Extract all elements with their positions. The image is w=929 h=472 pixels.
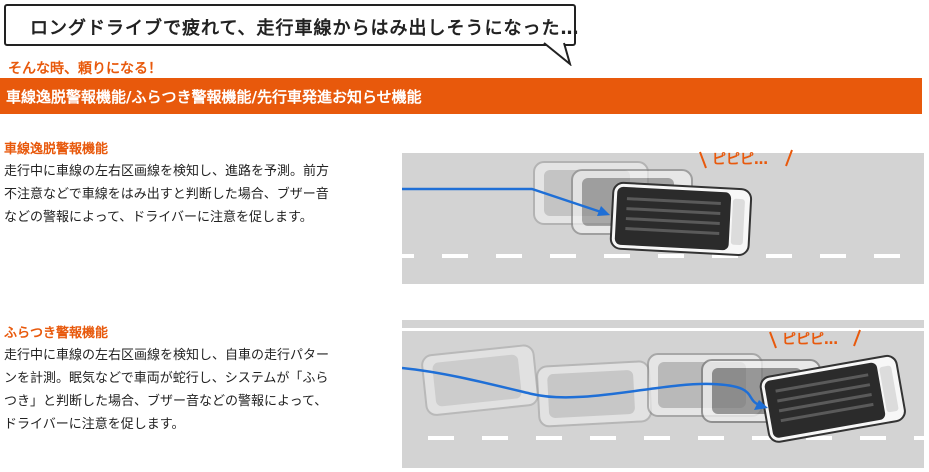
section-title-lane-departure: 車線逸脱警報機能 — [4, 142, 109, 157]
car — [759, 354, 906, 443]
body-line: 走行中に車線の左右区画線を検知し、自車の走行パター — [4, 348, 330, 363]
body-line: 走行中に車線の左右区画線を検知し、進路を予測。前方 — [4, 164, 330, 179]
arrow-head — [754, 400, 768, 410]
lead-text: そんな時、頼りになる！ — [8, 61, 162, 77]
car — [609, 181, 753, 257]
body-line: ンを計測。眠気などで車両が蛇行し、システムが「ふら — [4, 371, 329, 386]
trajectory-arrow — [402, 366, 763, 408]
body-line: ドライバーに注意を促します。 — [4, 417, 185, 432]
alert-marks — [769, 329, 861, 349]
section-body-wobble-warning: 走行中に車線の左右区画線を検知し、自車の走行パター ンを計測。眠気などで車両が蛇… — [4, 344, 374, 436]
bubble-text: ロングドライブで疲れて、走行車線からはみ出しそうになった… — [30, 18, 580, 39]
section-title-wobble-warning: ふらつき警報機能 — [4, 326, 109, 341]
ghost-car — [536, 360, 653, 428]
arrow-head — [597, 206, 610, 216]
bubble-tail — [543, 42, 572, 66]
ghost-car — [421, 344, 539, 416]
speech-bubble: ロングドライブで疲れて、走行車線からはみ出しそうになった… — [4, 4, 579, 46]
road-edge-line — [402, 150, 924, 153]
alert-text: ピピピ… — [782, 332, 838, 348]
body-line: つき」と判断した場合、ブザー音などの警報によって、 — [4, 394, 328, 409]
trajectory-arrow — [402, 187, 608, 216]
wobble-warning-illustration: ピピピ… — [402, 320, 924, 468]
dashed-lane-line — [428, 436, 924, 440]
body-line: などの警報によって、ドライバーに注意を促します。 — [4, 210, 313, 225]
section-body-lane-departure: 走行中に車線の左右区画線を検知し、進路を予測。前方 不注意などで車線をはみ出すと… — [4, 160, 374, 229]
alert-marks — [699, 149, 793, 169]
alert-text: ピピピ… — [712, 152, 768, 168]
banner-title: 車線逸脱警報機能/ふらつき警報機能/先行車発進お知らせ機能 — [6, 88, 422, 106]
lane-departure-illustration: ピピピ… — [402, 149, 924, 284]
feature-banner: 車線逸脱警報機能/ふらつき警報機能/先行車発進お知らせ機能 — [0, 78, 922, 114]
dashed-lane-line — [402, 254, 900, 258]
body-line: 不注意などで車線をはみ出すと判断した場合、ブザー音 — [4, 187, 329, 202]
road-edge-line — [402, 328, 924, 331]
